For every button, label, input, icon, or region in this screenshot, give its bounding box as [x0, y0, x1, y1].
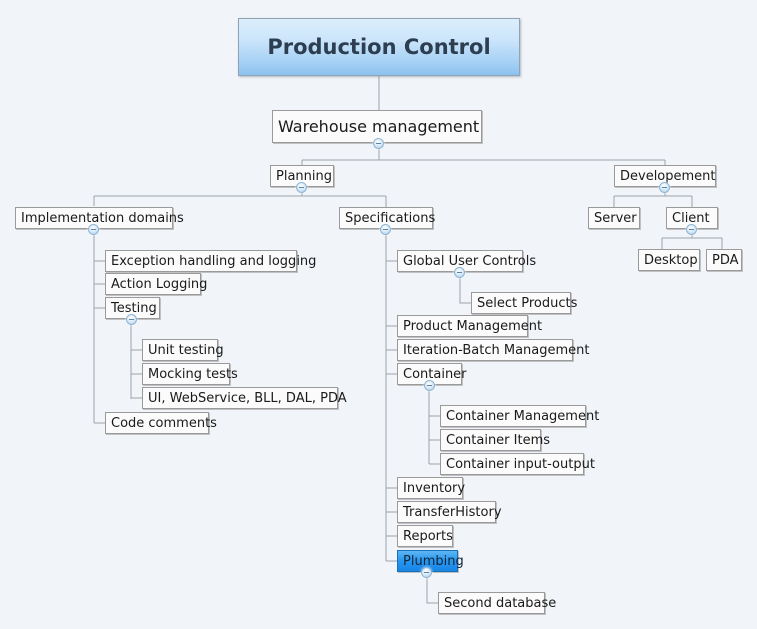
node-label: PDA — [712, 252, 739, 268]
node-reports[interactable]: Reports — [397, 525, 453, 547]
node-global-user-controls[interactable]: Global User Controls — [397, 250, 536, 272]
node-label: Select Products — [477, 295, 578, 311]
node-label: Container — [403, 366, 467, 382]
node-label: Container Management — [446, 408, 600, 424]
node-inventory[interactable]: Inventory — [397, 477, 466, 499]
node-product-management[interactable]: Product Management — [397, 315, 542, 337]
node-desktop[interactable]: Desktop — [638, 249, 700, 271]
node-testing[interactable]: Testing — [105, 297, 160, 319]
node-pda[interactable]: PDA — [706, 249, 742, 271]
node-label: TransferHistory — [403, 504, 502, 520]
node-label: UI, WebService, BLL, DAL, PDA — [148, 390, 347, 406]
node-select-products[interactable]: Select Products — [471, 292, 577, 314]
collapse-minus-icon[interactable] — [373, 138, 384, 149]
collapse-minus-icon[interactable] — [421, 567, 432, 578]
node-label: Planning — [276, 168, 332, 184]
collapse-minus-icon[interactable] — [424, 380, 435, 391]
node-label: Client — [672, 210, 710, 226]
collapse-minus-icon[interactable] — [686, 224, 697, 235]
collapse-minus-icon[interactable] — [126, 314, 137, 325]
node-container-items[interactable]: Container Items — [440, 429, 550, 451]
node-action-logging[interactable]: Action Logging — [105, 273, 207, 295]
node-label: Server — [594, 210, 637, 226]
node-label: Production Control — [267, 34, 491, 59]
node-label: Plumbing — [403, 553, 464, 569]
node-unit-testing[interactable]: Unit testing — [142, 339, 224, 361]
collapse-minus-icon[interactable] — [296, 182, 307, 193]
node-iteration-batch-management[interactable]: Iteration-Batch Management — [397, 339, 590, 361]
node-root[interactable]: Production Control — [238, 18, 520, 76]
node-code-comments[interactable]: Code comments — [105, 412, 217, 434]
node-label: Unit testing — [148, 342, 224, 358]
node-label: Desktop — [644, 252, 698, 268]
node-label: Action Logging — [111, 276, 208, 292]
node-plumbing[interactable]: Plumbing — [397, 550, 464, 572]
node-second-database[interactable]: Second database — [438, 592, 556, 614]
node-warehouse-management[interactable]: Warehouse management — [272, 110, 482, 143]
node-container[interactable]: Container — [397, 363, 467, 385]
node-label: Inventory — [403, 480, 466, 496]
node-label: Container Items — [446, 432, 551, 448]
node-mocking-tests[interactable]: Mocking tests — [142, 363, 238, 385]
node-label: Product Management — [403, 318, 543, 334]
node-label: Reports — [403, 528, 453, 544]
node-label: Warehouse management — [278, 116, 480, 136]
node-label: Mocking tests — [148, 366, 238, 382]
node-label: Testing — [111, 300, 157, 316]
node-transfer-history[interactable]: TransferHistory — [397, 501, 502, 523]
node-server[interactable]: Server — [588, 207, 640, 229]
node-label: Code comments — [111, 415, 217, 431]
node-exception-handling-and-logging[interactable]: Exception handling and logging — [105, 250, 316, 272]
collapse-minus-icon[interactable] — [659, 182, 670, 193]
node-label: Iteration-Batch Management — [403, 342, 590, 358]
collapse-minus-icon[interactable] — [380, 224, 391, 235]
node-label: Implementation domains — [21, 210, 184, 226]
node-layers[interactable]: UI, WebService, BLL, DAL, PDA — [142, 387, 347, 409]
collapse-minus-icon[interactable] — [88, 224, 99, 235]
node-label: Developement — [620, 168, 716, 184]
node-container-input-output[interactable]: Container input-output — [440, 453, 595, 475]
node-label: Specifications — [345, 210, 436, 226]
collapse-minus-icon[interactable] — [454, 267, 465, 278]
node-label: Container input-output — [446, 456, 595, 472]
node-container-management[interactable]: Container Management — [440, 405, 599, 427]
node-specifications[interactable]: Specifications — [339, 207, 436, 229]
node-label: Global User Controls — [403, 253, 537, 269]
node-label: Second database — [444, 595, 557, 611]
node-label: Exception handling and logging — [111, 253, 317, 269]
